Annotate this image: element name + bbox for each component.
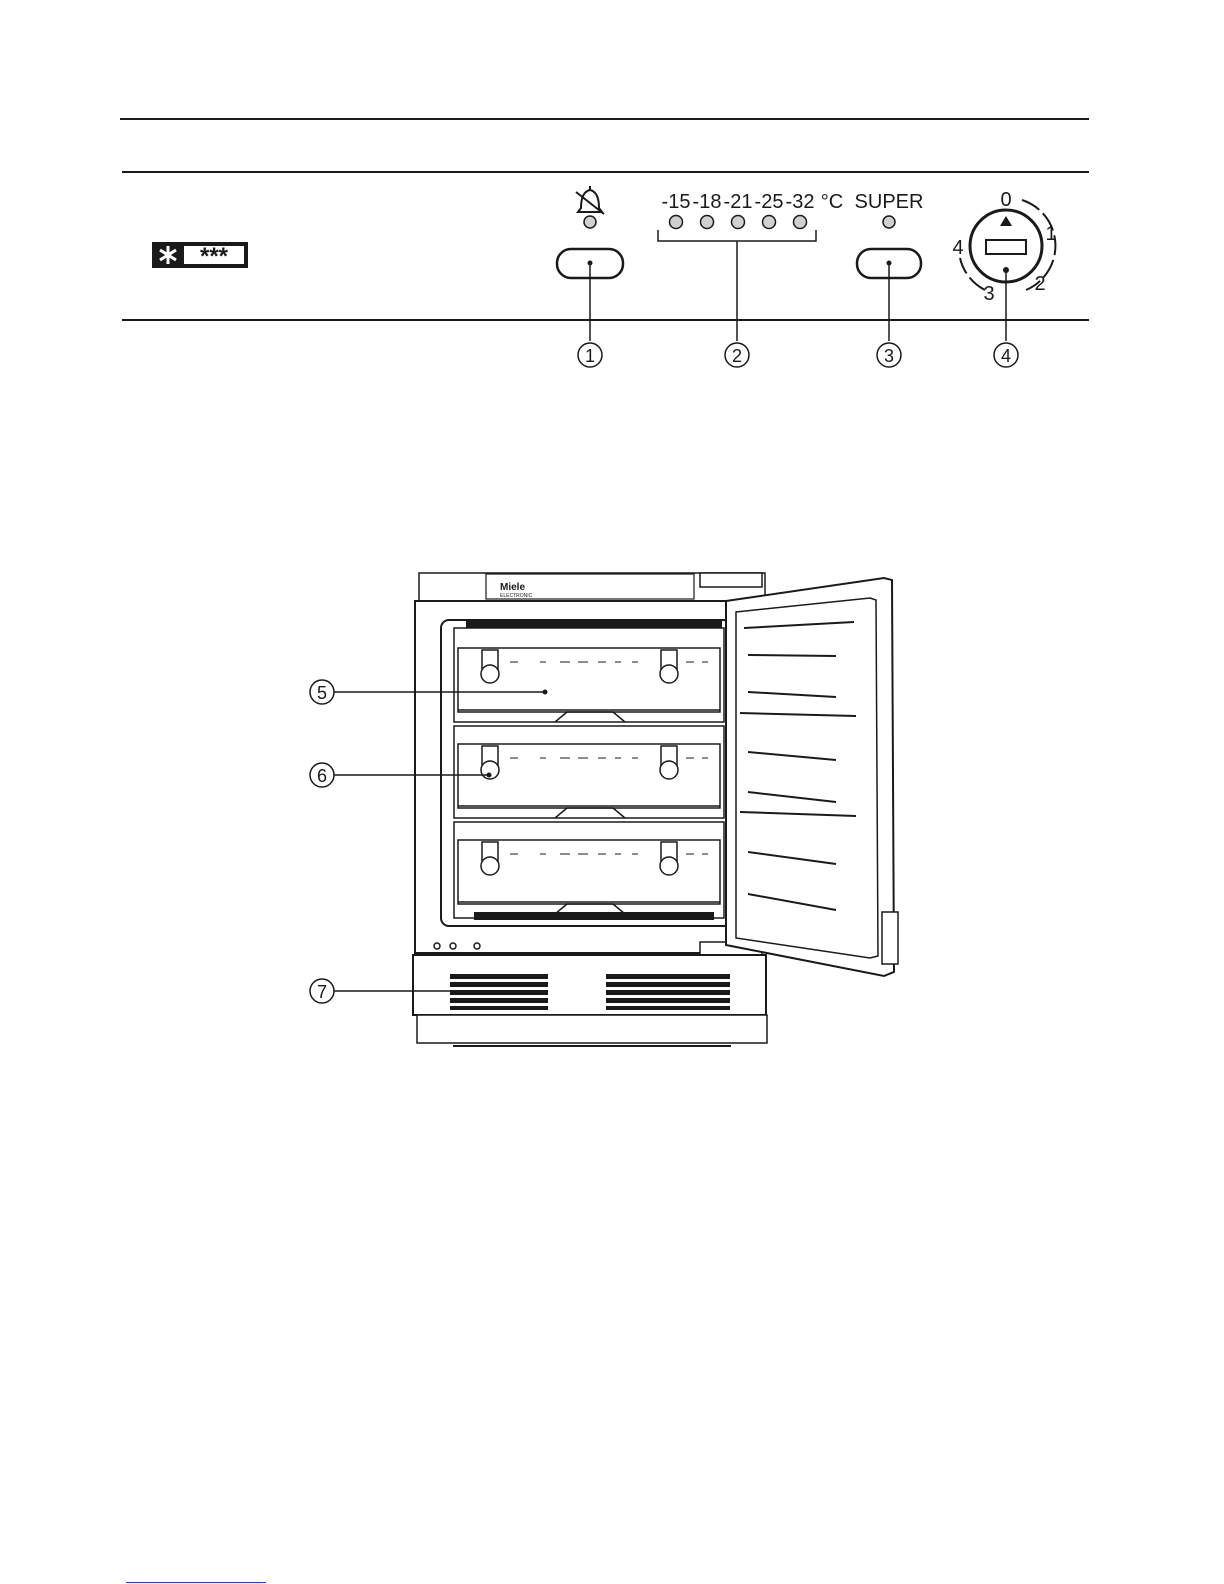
key-switch[interactable]: 0 1 2 3 4: [952, 189, 1056, 305]
temp-led-4: [763, 216, 776, 229]
temp-led-2: [701, 216, 714, 229]
super-indicator-led: [883, 216, 895, 228]
callout-7-label: 7: [317, 982, 327, 1002]
callout-2-label: 2: [732, 346, 742, 366]
bell-crossed-icon: [576, 186, 604, 214]
top-hinge: [700, 573, 762, 587]
key-pos-2: 2: [1034, 273, 1045, 295]
temperature-leds: [670, 216, 807, 229]
callout-2: 2: [725, 343, 749, 367]
callout-3-label: 3: [884, 346, 894, 366]
temp-led-3: [732, 216, 745, 229]
callout-4: 4: [994, 343, 1018, 367]
rating-stars: ***: [200, 243, 229, 270]
open-door[interactable]: [726, 578, 894, 976]
key-pos-0: 0: [1000, 189, 1011, 211]
temp-label-5: -32: [786, 191, 815, 213]
temperature-scale: -15 -18 -21 -25 -32 °C: [662, 191, 844, 213]
callout-3: 3: [877, 343, 901, 367]
footer-link-underline: [126, 1582, 266, 1583]
key-pos-3: 3: [983, 283, 994, 305]
temp-label-4: -25: [755, 191, 784, 213]
base-board: [417, 1015, 767, 1043]
callout-5-label: 5: [317, 683, 327, 703]
callout-6-label: 6: [317, 766, 327, 786]
temp-led-5: [794, 216, 807, 229]
super-label: SUPER: [855, 191, 924, 213]
key-pos-1: 1: [1045, 223, 1056, 245]
temperature-bracket: [658, 230, 816, 341]
alarm-indicator-led: [584, 216, 596, 228]
temp-label-1: -15: [662, 191, 691, 213]
temp-led-1: [670, 216, 683, 229]
callout-1: 1: [578, 343, 602, 367]
callout-4-label: 4: [1001, 346, 1011, 366]
temp-unit: °C: [821, 191, 843, 213]
freezer-star-rating: ***: [152, 242, 248, 270]
brand-name: Miele: [500, 582, 525, 593]
temp-label-2: -18: [693, 191, 722, 213]
temp-label-3: -21: [724, 191, 753, 213]
callout-1-label: 1: [585, 346, 595, 366]
key-pos-4: 4: [952, 237, 963, 259]
brand-sub: ELECTRONIC: [500, 593, 533, 599]
